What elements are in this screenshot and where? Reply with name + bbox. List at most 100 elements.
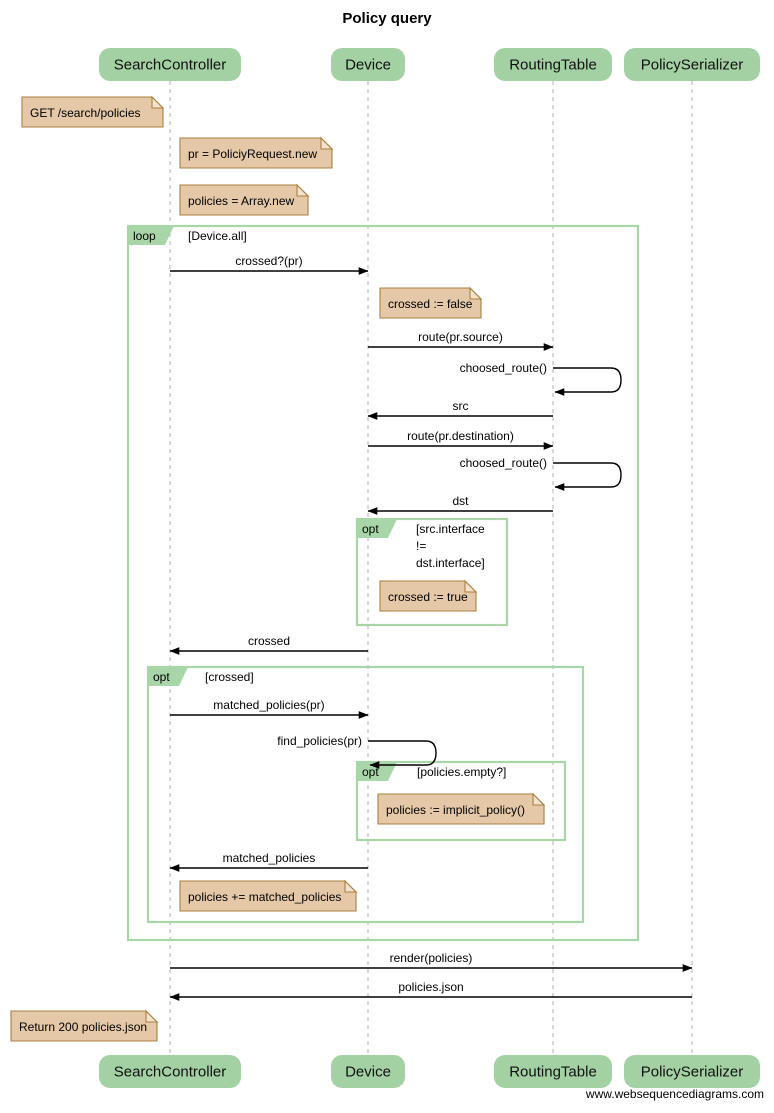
fragment-kind-label: opt [362, 765, 379, 779]
note-crossed-false: crossed := false [379, 286, 483, 319]
msg-matched-policies-return[interactable]: matched_policies [169, 851, 368, 872]
note-policies-array-new: policies = Array.new [179, 183, 310, 216]
msg-dst[interactable]: dst [367, 494, 553, 515]
message-label: dst [452, 494, 469, 508]
participant-box [494, 48, 612, 81]
fragment-tab [357, 519, 397, 538]
note-fold-corner [469, 286, 483, 300]
fragment-condition-label: [src.interface!=dst.interface] [416, 522, 485, 570]
note-fold-corner [151, 95, 165, 109]
fragment-border [126, 224, 640, 942]
participant-box [494, 1055, 612, 1088]
participant-routingtable-header[interactable]: RoutingTable [494, 48, 612, 81]
note-crossed-true: crossed := true [379, 579, 478, 612]
participant-routingtable-footer[interactable]: RoutingTable [494, 1055, 612, 1088]
message-label: crossed [248, 634, 290, 648]
message-label: policies.json [398, 980, 463, 994]
note-return-200: Return 200 policies.json [10, 1009, 159, 1042]
participant-label: SearchController [114, 1064, 227, 1081]
fragment-opt-policies-empty: opt[policies.empty?] [355, 760, 567, 842]
note-label: GET /search/policies [30, 106, 141, 120]
participant-searchcontroller-header[interactable]: SearchController [99, 48, 241, 81]
message-arrow [553, 367, 622, 396]
note-get-search-policies: GET /search/policies [21, 95, 165, 128]
note-fold-corner [464, 579, 478, 593]
fragment-border [355, 517, 509, 627]
note-body [21, 96, 164, 128]
msg-choosed-route-2[interactable]: choosed_route() [460, 456, 622, 491]
fragment-loop-device-all: loop [Device.all] [126, 224, 640, 942]
message-label: find_policies(pr) [277, 734, 362, 748]
participant-label: Device [345, 1064, 391, 1081]
message-label: src [453, 399, 469, 413]
participant-box [624, 1055, 760, 1088]
note-body [179, 184, 309, 216]
participant-label: PolicySerializer [641, 1064, 744, 1081]
fragment-tab [357, 762, 397, 781]
participant-searchcontroller-footer[interactable]: SearchController [99, 1055, 241, 1088]
message-label: render(policies) [390, 951, 473, 965]
participant-box [331, 1055, 405, 1088]
note-body [377, 793, 545, 825]
message-label: route(pr.destination) [407, 429, 514, 443]
participant-box [99, 1055, 241, 1088]
participant-device-footer[interactable]: Device [331, 1055, 405, 1088]
note-implicit-policy: policies := implicit_policy() [377, 792, 546, 825]
note-fold-corner [320, 136, 334, 150]
msg-choosed-route-1[interactable]: choosed_route() [460, 361, 622, 396]
footer-credit: www.websequencediagrams.com [585, 1087, 764, 1101]
note-fold-corner [532, 792, 546, 806]
participant-policyserializer-header[interactable]: PolicySerializer [624, 48, 760, 81]
participant-device-header[interactable]: Device [331, 48, 405, 81]
participants-layer: SearchControllerSearchControllerDeviceDe… [99, 48, 760, 1088]
note-label: crossed := false [388, 297, 473, 311]
msg-policies-json[interactable]: policies.json [169, 980, 692, 1001]
page-title: Policy query [342, 10, 432, 27]
note-fold-corner [296, 183, 310, 197]
fragment-border [355, 760, 567, 842]
msg-crossed-query[interactable]: crossed?(pr) [170, 254, 369, 275]
lifelines-layer [169, 81, 693, 1055]
participant-label: RoutingTable [509, 57, 597, 74]
msg-route-source[interactable]: route(pr.source) [368, 330, 554, 351]
message-label: matched_policies [223, 851, 316, 865]
fragment-opt-interface-mismatch: opt[src.interface!=dst.interface] [355, 517, 509, 627]
msg-render-policies[interactable]: render(policies) [170, 951, 693, 972]
fragment-opt-crossed: opt[crossed] [146, 665, 585, 924]
message-label: route(pr.source) [418, 330, 503, 344]
fragment-kind-label: loop [133, 229, 156, 243]
note-policies-plus-matched: policies += matched_policies [179, 879, 358, 912]
note-policy-request-new: pr = PoliciyRequest.new [179, 136, 334, 169]
msg-matched-policies-call[interactable]: matched_policies(pr) [170, 698, 369, 719]
fragments-layer: loop[Device.all]opt[src.interface!=dst.i… [126, 224, 640, 942]
participant-box [624, 48, 760, 81]
note-fold-corner [344, 879, 358, 893]
participant-label: Device [345, 57, 391, 74]
note-label: policies += matched_policies [188, 890, 341, 904]
note-label: pr = PoliciyRequest.new [188, 147, 317, 161]
msg-crossed-return[interactable]: crossed [169, 634, 368, 655]
fragment-condition-label: [Device.all] [188, 229, 247, 243]
note-body [179, 880, 357, 912]
participant-label: RoutingTable [509, 1064, 597, 1081]
msg-route-destination[interactable]: route(pr.destination) [368, 429, 554, 450]
msg-find-policies[interactable]: find_policies(pr) [277, 734, 437, 769]
note-label: crossed := true [388, 590, 468, 604]
participant-box [331, 48, 405, 81]
participant-label: SearchController [114, 57, 227, 74]
note-fold-corner [145, 1009, 159, 1023]
note-label: policies = Array.new [188, 194, 294, 208]
message-label: matched_policies(pr) [213, 698, 324, 712]
note-label: Return 200 policies.json [19, 1020, 147, 1034]
message-label: crossed?(pr) [235, 254, 302, 268]
fragment-tab [148, 667, 188, 686]
note-label: policies := implicit_policy() [386, 803, 525, 817]
participant-policyserializer-footer[interactable]: PolicySerializer [624, 1055, 760, 1088]
participant-box [99, 48, 241, 81]
message-label: choosed_route() [460, 361, 547, 375]
msg-src[interactable]: src [367, 399, 553, 420]
message-arrow [553, 462, 622, 491]
note-body [179, 137, 333, 169]
